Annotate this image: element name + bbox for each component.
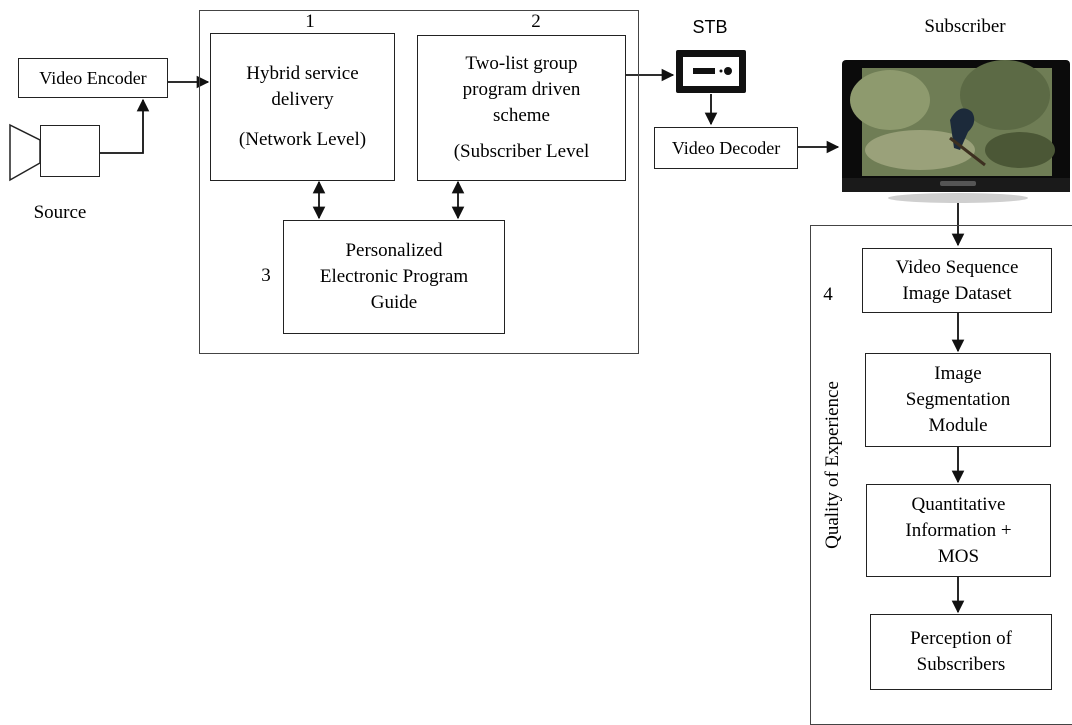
hybrid-line1: Hybrid service bbox=[246, 63, 359, 84]
qoe-step1-line2: Image Dataset bbox=[902, 282, 1012, 304]
number-2: 2 bbox=[531, 11, 541, 32]
subscriber-label: Subscriber bbox=[924, 16, 1006, 37]
number-1: 1 bbox=[305, 11, 315, 32]
set-top-box-icon bbox=[676, 50, 746, 93]
twolist-line4: (Subscriber Level bbox=[453, 141, 590, 162]
qoe-step3-line3: MOS bbox=[937, 545, 980, 567]
stb-label: STB bbox=[692, 17, 728, 37]
qoe-step4-line2: Subscribers bbox=[916, 654, 1006, 675]
video-encoder-box: Video Encoder bbox=[18, 58, 168, 98]
qoe-step-quantitative-information: Quantitative Information + MOS bbox=[866, 484, 1051, 577]
camera-lens-icon bbox=[9, 123, 41, 182]
hybrid-line3: (Network Level) bbox=[238, 129, 367, 150]
twolist-line3: scheme bbox=[493, 105, 550, 126]
connector-arrows bbox=[9, 50, 1070, 614]
two-list-group-box: Two-list group program driven scheme (Su… bbox=[417, 35, 626, 181]
qoe-step2-line2: Segmentation bbox=[905, 389, 1011, 410]
video-decoder-box: Video Decoder bbox=[654, 127, 798, 169]
camera-icon bbox=[40, 125, 100, 177]
qoe-step2-line1: Image bbox=[934, 363, 982, 384]
quality-of-experience-label: Quality of Experience bbox=[822, 381, 843, 549]
epg-line1: Personalized bbox=[345, 240, 443, 261]
epg-line2: Electronic Program bbox=[319, 266, 469, 287]
number-4: 4 bbox=[823, 284, 833, 305]
qoe-step-video-sequence: Video Sequence Image Dataset bbox=[862, 248, 1052, 313]
main-system-frame bbox=[199, 10, 639, 354]
qoe-step-perception-of-subscribers: Perception of Subscribers bbox=[870, 614, 1052, 690]
qoe-step4-line1: Perception of bbox=[910, 628, 1012, 649]
qoe-step2-line3: Module bbox=[928, 415, 988, 436]
twolist-line2: program driven bbox=[462, 79, 581, 100]
twolist-line1: Two-list group bbox=[465, 53, 578, 74]
number-3: 3 bbox=[261, 265, 271, 286]
video-decoder-label: Video Decoder bbox=[671, 138, 781, 158]
source-label: Source bbox=[33, 202, 87, 223]
television-icon bbox=[842, 60, 1070, 203]
arrow-camera-to-encoder bbox=[100, 98, 150, 154]
hybrid-line2: delivery bbox=[271, 89, 334, 110]
qoe-step-image-segmentation: Image Segmentation Module bbox=[865, 353, 1051, 447]
personalized-epg-box: Personalized Electronic Program Guide bbox=[283, 220, 505, 334]
hybrid-service-delivery-box: Hybrid service delivery (Network Level) bbox=[210, 33, 395, 181]
epg-line3: Guide bbox=[370, 292, 418, 313]
qoe-step3-line2: Information + bbox=[905, 519, 1012, 541]
video-encoder-label: Video Encoder bbox=[39, 68, 147, 88]
qoe-step3-line1: Quantitative bbox=[911, 493, 1006, 515]
qoe-step1-line1: Video Sequence bbox=[895, 256, 1019, 278]
